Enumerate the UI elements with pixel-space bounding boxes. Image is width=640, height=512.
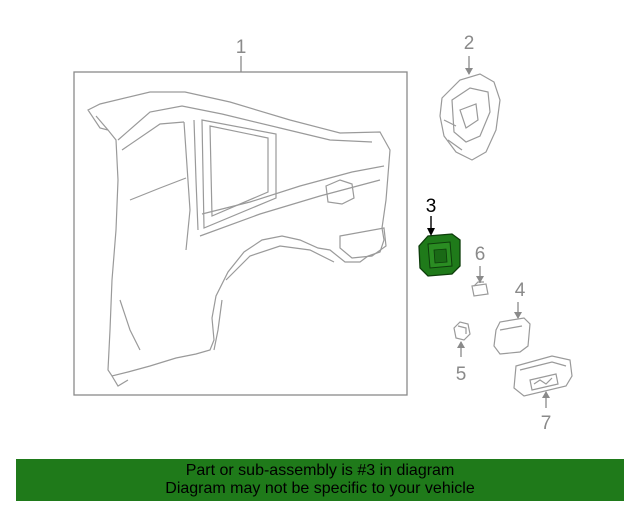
callout-2-arrow xyxy=(465,68,473,75)
part-2-housing[interactable] xyxy=(439,73,501,161)
callout-2[interactable]: 2 xyxy=(464,33,475,54)
part-4-fuel-door[interactable] xyxy=(493,317,531,355)
callout-5-arrow xyxy=(457,341,465,348)
part-5-plug[interactable] xyxy=(453,321,471,341)
callout-4[interactable]: 4 xyxy=(515,280,526,301)
callout-4-arrow xyxy=(514,312,522,319)
callout-6[interactable]: 6 xyxy=(475,244,486,265)
callout-6-arrow xyxy=(476,276,484,283)
part-3-fuel-pocket[interactable] xyxy=(418,233,461,277)
callout-5[interactable]: 5 xyxy=(456,364,467,385)
info-banner: Part or sub-assembly is #3 in diagram Di… xyxy=(16,459,624,501)
callout-7[interactable]: 7 xyxy=(541,413,552,434)
callout-3-arrow xyxy=(427,228,435,236)
part-7-release[interactable] xyxy=(513,355,573,397)
banner-line-1: Part or sub-assembly is #3 in diagram xyxy=(185,462,455,479)
part-1-quarter-panel[interactable] xyxy=(73,71,408,396)
part-6-clip[interactable] xyxy=(471,281,489,297)
callout-3[interactable]: 3 xyxy=(426,196,437,217)
callout-7-arrow xyxy=(542,391,550,398)
callout-1[interactable]: 1 xyxy=(236,37,247,58)
banner-line-2: Diagram may not be specific to your vehi… xyxy=(165,480,475,497)
